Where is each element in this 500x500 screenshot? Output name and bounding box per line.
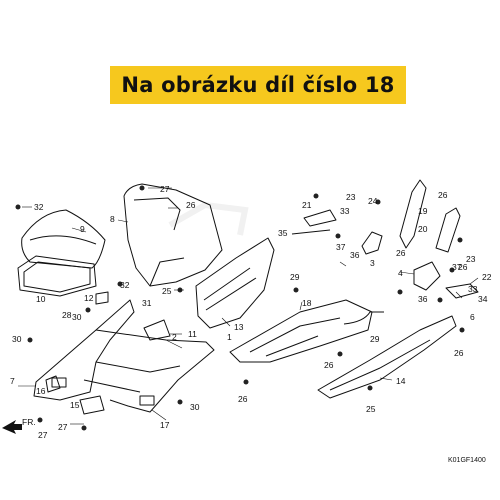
label-part-32a: 32: [34, 202, 44, 212]
label-part-26e: 26: [438, 190, 448, 200]
part-bracket-3: [361, 231, 383, 255]
label-part-37a: 37: [336, 242, 346, 252]
label-part-33b: 33: [468, 284, 478, 294]
front-direction-arrow: FR.: [2, 417, 36, 434]
fasteners: [15, 185, 465, 431]
label-part-28: 28: [62, 310, 72, 320]
label-part-32b: 32: [120, 280, 130, 290]
label-part-8: 8: [110, 214, 115, 224]
part-hose-18b: [343, 311, 384, 325]
part-clip-21: [303, 209, 337, 227]
label-part-35: 35: [278, 228, 288, 238]
part-side-cover-13: [195, 237, 275, 329]
label-part-4: 4: [398, 268, 403, 278]
label-part-6: 6: [470, 312, 475, 322]
label-part-14: 14: [396, 376, 406, 386]
label-part-16: 16: [36, 386, 46, 396]
label-part-30a: 30: [72, 312, 82, 322]
label-part-37b: 37: [452, 262, 462, 272]
label-part-9: 9: [80, 224, 85, 234]
label-part-13: 13: [234, 322, 244, 332]
label-part-11: 11: [188, 329, 197, 339]
part-bracket-19: [399, 179, 427, 249]
label-part-12: 12: [84, 293, 94, 303]
label-part-26f: 26: [458, 262, 468, 272]
label-part-22: 22: [482, 272, 492, 282]
label-part-26c: 26: [324, 360, 334, 370]
label-part-31: 31: [142, 298, 152, 308]
label-part-17: 17: [160, 420, 170, 430]
diagram-code: K01GF1400: [448, 457, 486, 464]
label-part-10: 10: [36, 294, 46, 304]
label-part-30b: 30: [12, 334, 22, 344]
part-bracket-12: [95, 291, 109, 305]
label-part-26b: 26: [238, 394, 248, 404]
label-part-34: 34: [478, 294, 488, 304]
brand-watermark: [168, 201, 249, 236]
front-direction-label: FR.: [22, 417, 36, 427]
label-part-7: 7: [10, 376, 15, 386]
label-part-25b: 25: [366, 404, 376, 414]
part-bracket-34: [445, 283, 479, 299]
part-undercover-14: [317, 315, 457, 399]
part-bracket-20: [435, 207, 461, 253]
part-cover-9: [21, 209, 106, 269]
part-rod-35: [291, 229, 331, 235]
label-part-1: 1: [227, 332, 232, 342]
label-part-20: 20: [418, 224, 428, 234]
label-part-29b: 29: [370, 334, 380, 344]
part-number-labels: 1 2 3 4 5 6 7 8 9 10 11 12 13 14 15 16 1…: [10, 184, 492, 440]
part-number-banner: Na obrázku díl číslo 18: [110, 66, 406, 104]
label-part-27c: 27: [58, 422, 68, 432]
banner-text: Na obrázku díl číslo 18: [121, 73, 395, 97]
label-part-27b: 27: [38, 430, 48, 440]
label-part-23b: 23: [466, 254, 476, 264]
label-part-3: 3: [370, 258, 375, 268]
part-undercover-18: [229, 299, 373, 363]
label-part-23a: 23: [346, 192, 356, 202]
label-part-30c: 30: [190, 402, 200, 412]
part-plate-15: [79, 395, 105, 415]
part-gasket-10: [17, 255, 97, 297]
part-floor-step-7: [33, 299, 215, 413]
label-part-29a: 29: [290, 272, 300, 282]
label-part-27a: 27: [160, 184, 170, 194]
label-part-26d: 26: [396, 248, 406, 258]
part-clip-2: [143, 319, 171, 341]
label-part-26g: 26: [454, 348, 464, 358]
part-plate-16: [45, 375, 61, 393]
label-part-36a: 36: [350, 250, 360, 260]
label-part-33a: 33: [340, 206, 350, 216]
label-part-18: 18: [302, 298, 312, 308]
label-part-21: 21: [302, 200, 312, 210]
label-part-24: 24: [368, 196, 378, 206]
part-bracket-4: [413, 261, 441, 291]
label-part-36b: 36: [418, 294, 428, 304]
label-part-25a: 25: [162, 286, 172, 296]
label-part-26a: 26: [186, 200, 196, 210]
label-part-15: 15: [70, 400, 80, 410]
label-part-2: 2: [172, 332, 177, 342]
part-inner-cover-8: [123, 183, 223, 287]
leader-lines: [18, 187, 479, 425]
label-part-19: 19: [418, 206, 428, 216]
